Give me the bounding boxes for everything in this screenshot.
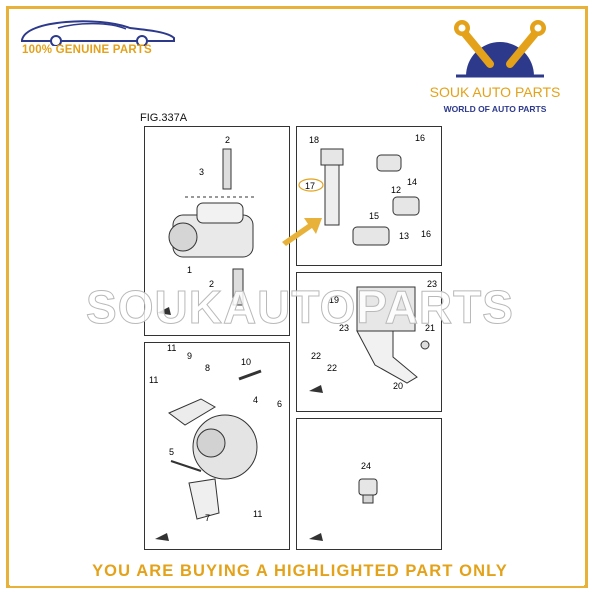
callout-12: 12 bbox=[391, 185, 401, 195]
callout-23: 23 bbox=[427, 279, 437, 289]
ecu-bracket-drawing: 23 19 23 21 22 22 20 bbox=[309, 279, 437, 393]
pressure-sensor-panel: 24 bbox=[296, 418, 442, 550]
brand-tagline: WORLD OF AUTO PARTS bbox=[443, 104, 547, 114]
footer-bar bbox=[10, 560, 584, 586]
page-frame bbox=[6, 6, 588, 588]
callout-11b: 11 bbox=[149, 375, 158, 385]
watermark-text: SOUKAUTOPARTS bbox=[86, 281, 514, 334]
callout-11c: 11 bbox=[253, 509, 262, 519]
highlight-arrow-icon bbox=[282, 218, 322, 246]
car-logo-icon bbox=[21, 20, 175, 46]
alternator-drawing: 11 9 10 11 8 4 6 5 7 11 bbox=[149, 343, 282, 541]
callout-2: 2 bbox=[225, 135, 230, 145]
callout-3: 3 bbox=[199, 167, 204, 177]
figure-label: FIG.337A bbox=[140, 112, 188, 124]
brand-name: SOUK AUTO PARTS bbox=[429, 84, 561, 100]
callout-2b: 2 bbox=[209, 279, 214, 289]
callout-13: 13 bbox=[399, 231, 409, 241]
callout-23b: 23 bbox=[339, 323, 349, 333]
callout-15: 15 bbox=[369, 211, 379, 221]
callout-1: 1 bbox=[187, 265, 192, 275]
callout-22: 22 bbox=[311, 351, 321, 361]
callout-16b: 16 bbox=[421, 229, 431, 239]
callout-4: 4 bbox=[253, 395, 258, 405]
callout-18: 18 bbox=[309, 135, 319, 145]
callout-21: 21 bbox=[425, 323, 435, 333]
callout-14: 14 bbox=[407, 177, 417, 187]
callout-16: 16 bbox=[415, 133, 425, 143]
alternator-panel: 11 9 10 11 8 4 6 5 7 11 bbox=[144, 342, 290, 550]
callout-11: 11 bbox=[167, 343, 176, 353]
footer-notice: YOU ARE BUYING A HIGHLIGHTED PART ONLY bbox=[92, 562, 508, 580]
callout-10: 10 bbox=[241, 357, 251, 367]
genuine-parts-label: 100% GENUINE PARTS bbox=[22, 44, 152, 56]
ignition-coil-drawing: 18 17 16 12 14 15 13 16 bbox=[298, 133, 431, 246]
callout-19: 19 bbox=[329, 295, 339, 305]
callout-8: 8 bbox=[205, 363, 210, 373]
starter-motor-drawing: 3 2 1 2 bbox=[157, 135, 255, 315]
ecu-bracket-panel: 23 19 23 21 22 22 20 bbox=[296, 272, 442, 412]
wrench-logo-icon bbox=[454, 20, 546, 78]
callout-9: 9 bbox=[187, 351, 192, 361]
starter-motor-panel: 3 2 1 2 bbox=[144, 126, 290, 336]
callout-20: 20 bbox=[393, 381, 403, 391]
callout-17: 17 bbox=[305, 181, 315, 191]
callout-24: 24 bbox=[361, 461, 371, 471]
ignition-coil-panel: 18 17 16 12 14 15 13 16 bbox=[296, 126, 442, 266]
pressure-sensor-drawing: 24 bbox=[309, 461, 378, 541]
callout-7: 7 bbox=[205, 513, 210, 523]
callout-22b: 22 bbox=[327, 363, 337, 373]
callout-6: 6 bbox=[277, 399, 282, 409]
callout-5: 5 bbox=[169, 447, 174, 457]
